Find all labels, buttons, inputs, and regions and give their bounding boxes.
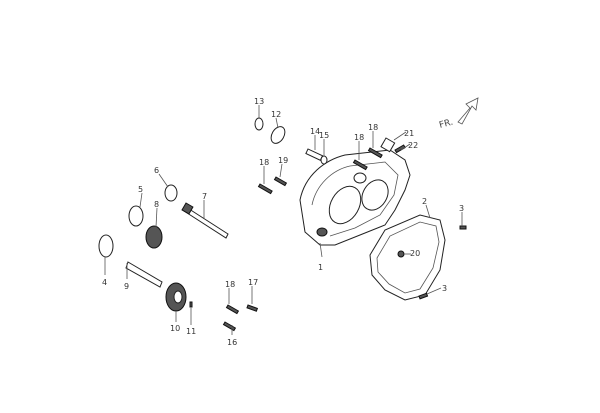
callout-16: 16 — [227, 338, 237, 347]
callout-13: 13 — [254, 97, 264, 106]
o-ring-13 — [254, 117, 264, 131]
callout-18a: 18 — [354, 133, 364, 142]
callout-9: 9 — [124, 282, 129, 291]
callout-10: 10 — [170, 324, 180, 333]
callout-17: 17 — [248, 278, 258, 287]
bearing-4 — [98, 234, 114, 258]
callout-22: 22 — [408, 141, 418, 150]
plug-21 — [380, 137, 396, 153]
bolt-22 — [394, 144, 406, 154]
callout-1: 1 — [318, 263, 323, 272]
callout-14: 14 — [310, 127, 320, 136]
dowel-3b — [418, 292, 429, 300]
callout-7: 7 — [202, 192, 207, 201]
callout-15: 15 — [319, 131, 329, 140]
bolt-16 — [222, 321, 237, 332]
callout-3b: 3 — [442, 284, 447, 293]
callout-8: 8 — [154, 200, 159, 209]
callout-11: 11 — [186, 327, 196, 336]
bolt-17 — [246, 304, 259, 312]
callout-21: 21 — [404, 129, 414, 138]
callout-12: 12 — [271, 110, 281, 119]
callouts: 1 2 3 3 4 5 6 7 8 9 10 11 12 13 14 15 16… — [102, 97, 464, 347]
bolt-14 — [305, 148, 324, 161]
bearing-6 — [164, 184, 178, 202]
callout-4: 4 — [102, 278, 107, 287]
transmission-case — [299, 149, 411, 246]
bolt-18a — [352, 159, 368, 171]
case-cover-gasket — [369, 214, 446, 301]
front-direction-arrow-icon — [457, 97, 479, 125]
callout-3a: 3 — [459, 204, 464, 213]
bolt-18c — [257, 183, 273, 195]
dowel-3a — [459, 225, 467, 230]
callout-6: 6 — [154, 166, 159, 175]
washer-15 — [320, 155, 328, 165]
callout-18c: 18 — [259, 158, 269, 167]
callout-20: 20 — [410, 249, 420, 258]
callout-5: 5 — [138, 185, 143, 194]
callout-18b: 18 — [368, 123, 378, 132]
callout-2: 2 — [422, 197, 427, 206]
gear-8 — [145, 225, 163, 249]
shaft-9 — [125, 261, 163, 288]
key-11 — [189, 301, 193, 308]
front-direction-label: FR. — [438, 118, 454, 131]
leader-lines — [104, 105, 463, 335]
oil-seal-12 — [270, 126, 286, 144]
bolt-18b — [367, 147, 383, 159]
callout-19: 19 — [278, 156, 288, 165]
bolt-19 — [273, 176, 288, 187]
callout-18d: 18 — [225, 280, 235, 289]
bearing-5 — [128, 205, 144, 227]
bolt-18d — [225, 304, 240, 315]
